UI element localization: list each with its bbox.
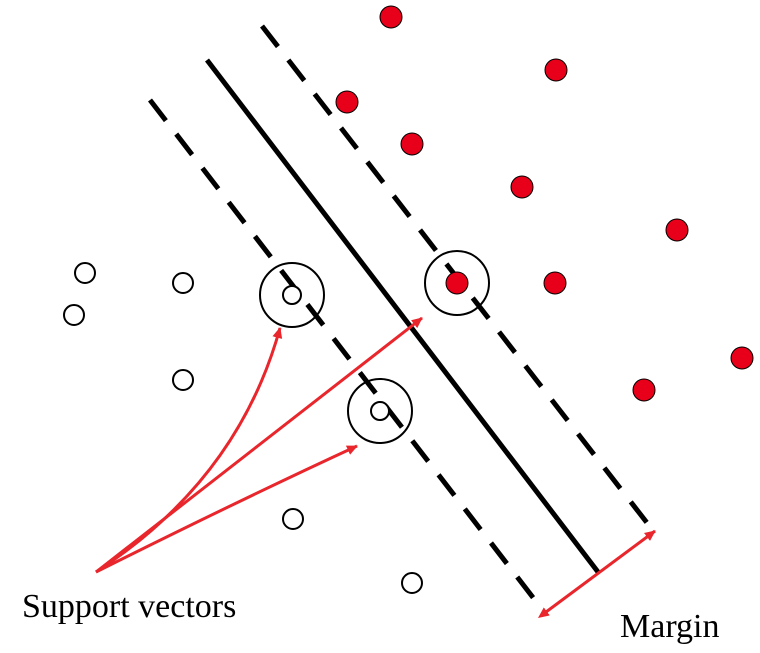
data-point-positive — [632, 378, 656, 402]
data-point-positive — [543, 271, 567, 295]
data-point-positive — [335, 90, 359, 114]
support-vectors-label: Support vectors — [22, 588, 236, 625]
margin-label: Margin — [620, 608, 719, 645]
positive-class-points — [335, 5, 754, 402]
data-point-negative — [63, 304, 85, 326]
margin-arrow — [537, 529, 656, 618]
decision-boundary — [205, 58, 600, 574]
data-point-negative — [172, 272, 194, 294]
data-point-negative — [282, 285, 302, 305]
margin-line-left — [148, 98, 540, 606]
support-vector-arrows — [95, 316, 423, 574]
data-point-positive — [400, 132, 424, 156]
data-point-negative — [172, 369, 194, 391]
support-vector-rings — [259, 250, 490, 444]
data-point-positive — [665, 218, 689, 242]
data-point-negative — [370, 401, 390, 421]
arrow-to-support-vector — [95, 316, 423, 574]
negative-class-points — [63, 262, 423, 594]
data-point-positive — [510, 175, 534, 199]
data-point-negative — [401, 572, 423, 594]
data-point-positive — [379, 5, 403, 29]
arrow-to-support-vector — [95, 444, 358, 574]
data-point-positive — [544, 58, 568, 82]
data-point-positive — [445, 271, 469, 295]
data-point-negative — [282, 508, 304, 530]
support-vector-ring — [259, 262, 325, 328]
support-vector-ring — [424, 250, 490, 316]
data-point-negative — [74, 262, 96, 284]
arrow-to-support-vector — [95, 327, 283, 574]
support-vector-ring — [347, 378, 413, 444]
data-point-positive — [730, 346, 754, 370]
